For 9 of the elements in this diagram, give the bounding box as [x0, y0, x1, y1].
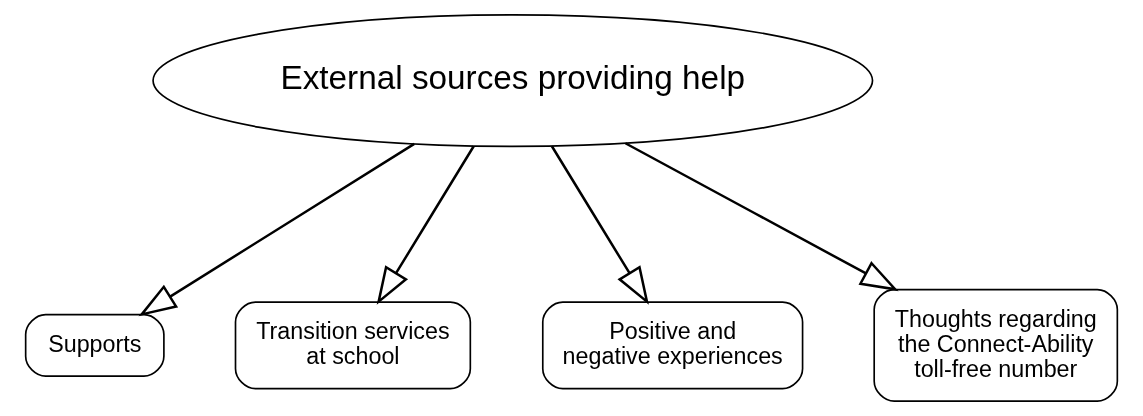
node-box: Transition services at school	[234, 301, 472, 390]
arrow	[624, 142, 899, 292]
node-box: Positive and negative experiences	[541, 301, 804, 390]
arrow	[138, 142, 415, 317]
arrow	[376, 145, 475, 305]
node-ellipse: External sources providing help	[152, 13, 874, 148]
node-box: Thoughts regarding the Connect-Ability toll-free number	[873, 288, 1119, 403]
arrow	[550, 145, 649, 305]
node-box: Supports	[24, 313, 165, 378]
